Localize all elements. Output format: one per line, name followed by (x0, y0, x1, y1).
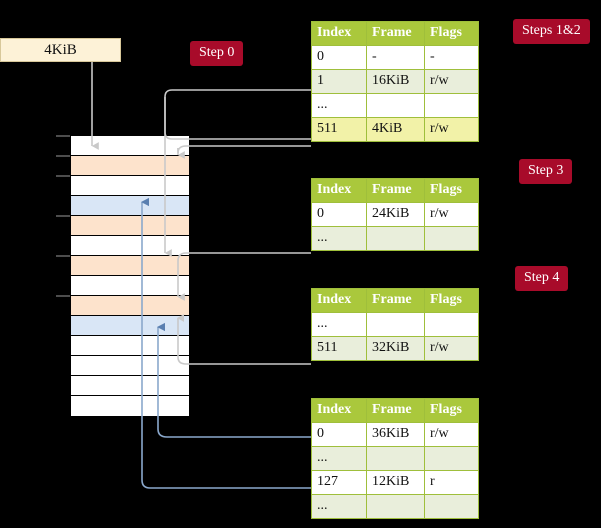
memory-row (56, 255, 189, 276)
table-cell-flags: r/w (424, 202, 479, 227)
memory-row-tick (56, 215, 70, 217)
badge-steps-1-2: Steps 1&2 (513, 19, 590, 44)
memory-row (56, 175, 189, 196)
memory-row (71, 336, 189, 356)
wire-hook-a (177, 145, 311, 154)
column-header-frame: Frame (366, 288, 425, 313)
memory-row (56, 295, 189, 316)
table-row: ... (311, 494, 479, 519)
table-cell-index: 0 (311, 422, 367, 447)
memory-row-tick (56, 155, 70, 157)
table-cell-flags: r/w (424, 69, 479, 94)
table-cell-flags: r/w (424, 117, 479, 142)
table-cell-index: 127 (311, 470, 367, 495)
table-cell-index: ... (311, 494, 367, 519)
column-header-index: Index (311, 178, 367, 203)
memory-row (56, 135, 189, 156)
memory-row (71, 376, 189, 396)
table-cell-index: ... (311, 93, 367, 118)
table-cell-flags: r/w (424, 336, 479, 361)
memory-row (71, 316, 189, 336)
column-header-index: Index (311, 288, 367, 313)
table-row: ... (311, 446, 479, 471)
wire-step4-path (177, 348, 311, 365)
table-cell-index: ... (311, 312, 367, 337)
table-cell-index: 0 (311, 45, 367, 70)
column-header-frame: Frame (366, 21, 425, 46)
table-cell-frame (366, 312, 425, 337)
memory-row (56, 155, 189, 176)
column-header-frame: Frame (366, 398, 425, 423)
memory-row-tick (56, 175, 70, 177)
table-cell-frame (366, 494, 425, 519)
column-header-flags: Flags (424, 21, 479, 46)
memory-row (71, 356, 189, 376)
table-cell-frame: 24KiB (366, 202, 425, 227)
memory-row-tick (56, 135, 70, 137)
table-cell-index: ... (311, 226, 367, 251)
source-frame-box: 4KiB (0, 38, 121, 62)
table-cell-index: 511 (311, 336, 367, 361)
table-cell-frame: 16KiB (366, 69, 425, 94)
column-header-flags: Flags (424, 288, 479, 313)
source-frame-label: 4KiB (44, 41, 77, 58)
column-header-frame: Frame (366, 178, 425, 203)
badge-step-4: Step 4 (515, 266, 569, 291)
memory-row (56, 215, 189, 236)
table-cell-flags: r (424, 470, 479, 495)
table-cell-flags (424, 93, 479, 118)
physical-memory-column (56, 135, 190, 416)
memory-row (71, 196, 189, 216)
table-cell-frame: 32KiB (366, 336, 425, 361)
table-cell-flags: - (424, 45, 479, 70)
table-cell-flags: r/w (424, 422, 479, 447)
table-cell-index: 1 (311, 69, 367, 94)
badge-step-0: Step 0 (190, 41, 244, 66)
memory-row (71, 236, 189, 256)
table-cell-frame: 4KiB (366, 117, 425, 142)
memory-row (71, 396, 189, 416)
table-cell-frame (366, 446, 425, 471)
table-cell-frame (366, 93, 425, 118)
column-header-index: Index (311, 21, 367, 46)
column-header-flags: Flags (424, 178, 479, 203)
table-cell-flags (424, 312, 479, 337)
table-row: 0-- (311, 45, 479, 70)
column-header-flags: Flags (424, 398, 479, 423)
table-cell-index: ... (311, 446, 367, 471)
table-row: ... (311, 312, 479, 337)
wire-step3-path (177, 252, 311, 273)
table-cell-frame: 36KiB (366, 422, 425, 447)
wire-steps12-path (164, 89, 311, 140)
memory-row-tick (56, 255, 70, 257)
table-cell-flags (424, 226, 479, 251)
table-row: ... (311, 226, 479, 251)
table-cell-index: 511 (311, 117, 367, 142)
memory-row (71, 276, 189, 296)
memory-row-tick (56, 295, 70, 297)
badge-step-3: Step 3 (519, 159, 573, 184)
table-cell-frame (366, 226, 425, 251)
table-cell-flags (424, 446, 479, 471)
table-row: ... (311, 93, 479, 118)
table-cell-frame: - (366, 45, 425, 70)
table-cell-frame: 12KiB (366, 470, 425, 495)
table-cell-flags (424, 494, 479, 519)
table-cell-index: 0 (311, 202, 367, 227)
column-header-index: Index (311, 398, 367, 423)
